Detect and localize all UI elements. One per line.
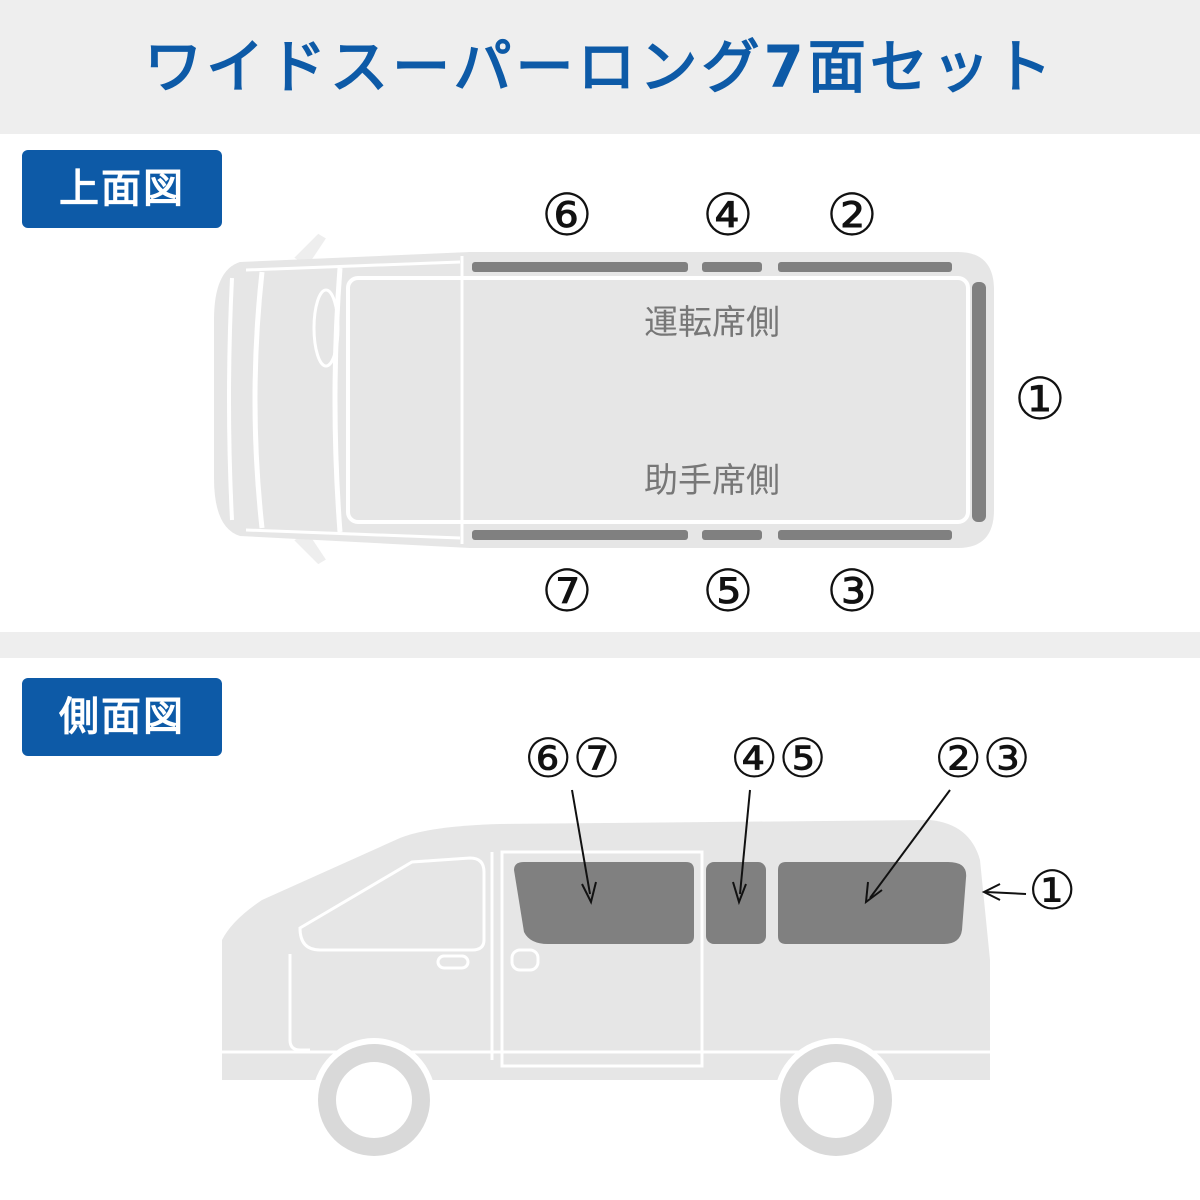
- arrow-1: [985, 891, 1027, 895]
- window-5-top: [702, 530, 762, 540]
- arrow-67-head: [581, 881, 597, 905]
- side-view-badge: 側面図: [22, 678, 222, 756]
- window-67-side: [514, 862, 694, 944]
- arrow-45-head: [732, 881, 747, 906]
- marker-1-top: ①: [1014, 365, 1066, 433]
- van-side-front-handle: [436, 954, 470, 970]
- marker-6-top: ⑥: [541, 181, 593, 249]
- front-wheel-hub: [336, 1062, 412, 1138]
- window-2-top: [778, 262, 952, 272]
- driver-side-label: 運転席側: [644, 303, 780, 343]
- marker-4-top: ④: [702, 181, 754, 249]
- arrow-23: [869, 789, 951, 899]
- marker-7-top: ⑦: [541, 557, 593, 625]
- van-top-wiper: [312, 288, 340, 368]
- van-side-front-window: [298, 856, 486, 952]
- arrow-23-head: [864, 881, 883, 905]
- window-45-side: [706, 862, 766, 944]
- van-top-roof-panel: [346, 276, 970, 524]
- window-7-top: [472, 530, 688, 540]
- marker-2-top: ②: [826, 181, 878, 249]
- arrow-67: [571, 789, 591, 895]
- window-1-top: [972, 282, 986, 522]
- van-side-slide-door: [500, 850, 704, 1068]
- van-side-front-door: [288, 954, 310, 1052]
- marker-5-top: ⑤: [702, 557, 754, 625]
- passenger-side-label: 助手席側: [644, 461, 780, 501]
- marker-3-top: ③: [826, 557, 878, 625]
- marker-23-side: ②③: [934, 727, 1031, 790]
- marker-1-side: ①: [1028, 859, 1077, 922]
- arrow-1-head: [981, 883, 1001, 901]
- marker-45-side: ④⑤: [730, 727, 827, 790]
- window-6-top: [472, 262, 688, 272]
- window-4-top: [702, 262, 762, 272]
- van-side-handle: [510, 948, 540, 972]
- van-top-hood: [227, 277, 234, 521]
- top-view-badge: 上面図: [22, 150, 222, 228]
- window-23-side: [778, 862, 967, 944]
- van-top-front-edge: [245, 260, 461, 540]
- van-top-cab-line: [332, 267, 343, 533]
- rear-wheel-hub: [798, 1062, 874, 1138]
- side-view-diagram: [222, 789, 1027, 1162]
- window-3-top: [778, 530, 952, 540]
- header-band: [0, 0, 1200, 134]
- section-divider: [0, 632, 1200, 658]
- van-top-windshield: [252, 271, 265, 529]
- marker-67-side: ⑥⑦: [524, 727, 621, 790]
- arrow-45: [739, 789, 751, 895]
- page-title: ワイドスーパーロング7面セット: [144, 33, 1056, 101]
